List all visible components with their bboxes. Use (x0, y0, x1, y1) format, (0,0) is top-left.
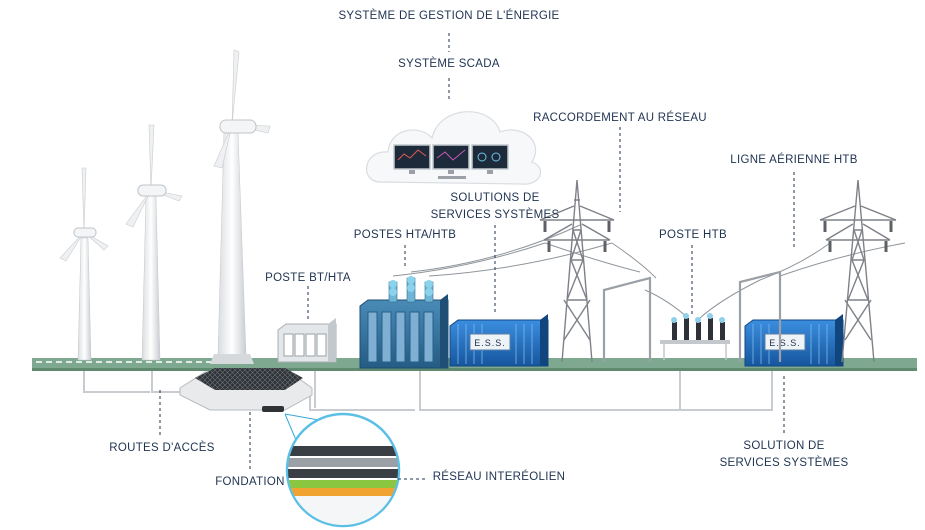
label-system-services-solutions-line1: SOLUTIONS DE (450, 192, 540, 204)
bt-hta-cabinet (277, 318, 337, 363)
label-system-services-solution-line2: SERVICES SYSTÈMES (719, 457, 849, 469)
scada-monitor-center (432, 144, 470, 174)
label-access-roads: ROUTES D'ACCÈS (109, 442, 215, 454)
wind-turbine-medium (125, 124, 183, 361)
label-foundation: FONDATION (215, 476, 285, 488)
ess-label-right: E.S.S. (769, 338, 801, 348)
hta-htb-transformer (359, 276, 449, 369)
label-inter-wind-network: RÉSEAU INTERÉOLIEN (432, 471, 566, 483)
label-overhead-line: LIGNE AÉRIENNE HTB (730, 154, 858, 166)
overhead-wires (392, 224, 906, 319)
scada-monitor-right (471, 144, 509, 174)
label-htb-station: POSTE HTB (659, 229, 727, 241)
scada-cloud (365, 111, 542, 185)
pylon-left (539, 179, 615, 363)
label-system-services-solutions-line2: SERVICES SYSTÈMES (430, 209, 560, 221)
htb-switchgear (660, 313, 730, 360)
foundation (179, 368, 313, 412)
wind-turbine-small (59, 167, 109, 361)
label-system-services-solution: SOLUTION DE SERVICES SYSTÈMES (712, 438, 856, 472)
wind-turbine-large (210, 49, 271, 364)
ess-container-right: E.S.S. (744, 314, 844, 367)
htb-gantries (602, 270, 782, 362)
label-bt-hta-station: POSTE BT/HTA (265, 272, 351, 284)
label-system-services-solution-line1: SOLUTION DE (743, 440, 825, 452)
pylon-right (819, 179, 897, 363)
label-system-services-solutions: SOLUTIONS DE SERVICES SYSTÈMES (425, 190, 565, 224)
ess-container-left: E.S.S. (449, 314, 549, 367)
label-grid-connection: RACCORDEMENT AU RÉSEAU (533, 112, 707, 124)
label-scada: SYSTÈME SCADA (398, 58, 500, 70)
label-hta-htb-stations: POSTES HTA/HTB (353, 229, 457, 241)
scada-monitor-left (393, 144, 431, 174)
ess-label-left: E.S.S. (474, 338, 506, 348)
leader-lines (159, 33, 795, 480)
label-energy-management: SYSTÈME DE GESTION DE L'ÉNERGIE (338, 10, 560, 22)
cable-cross-section (284, 412, 401, 528)
